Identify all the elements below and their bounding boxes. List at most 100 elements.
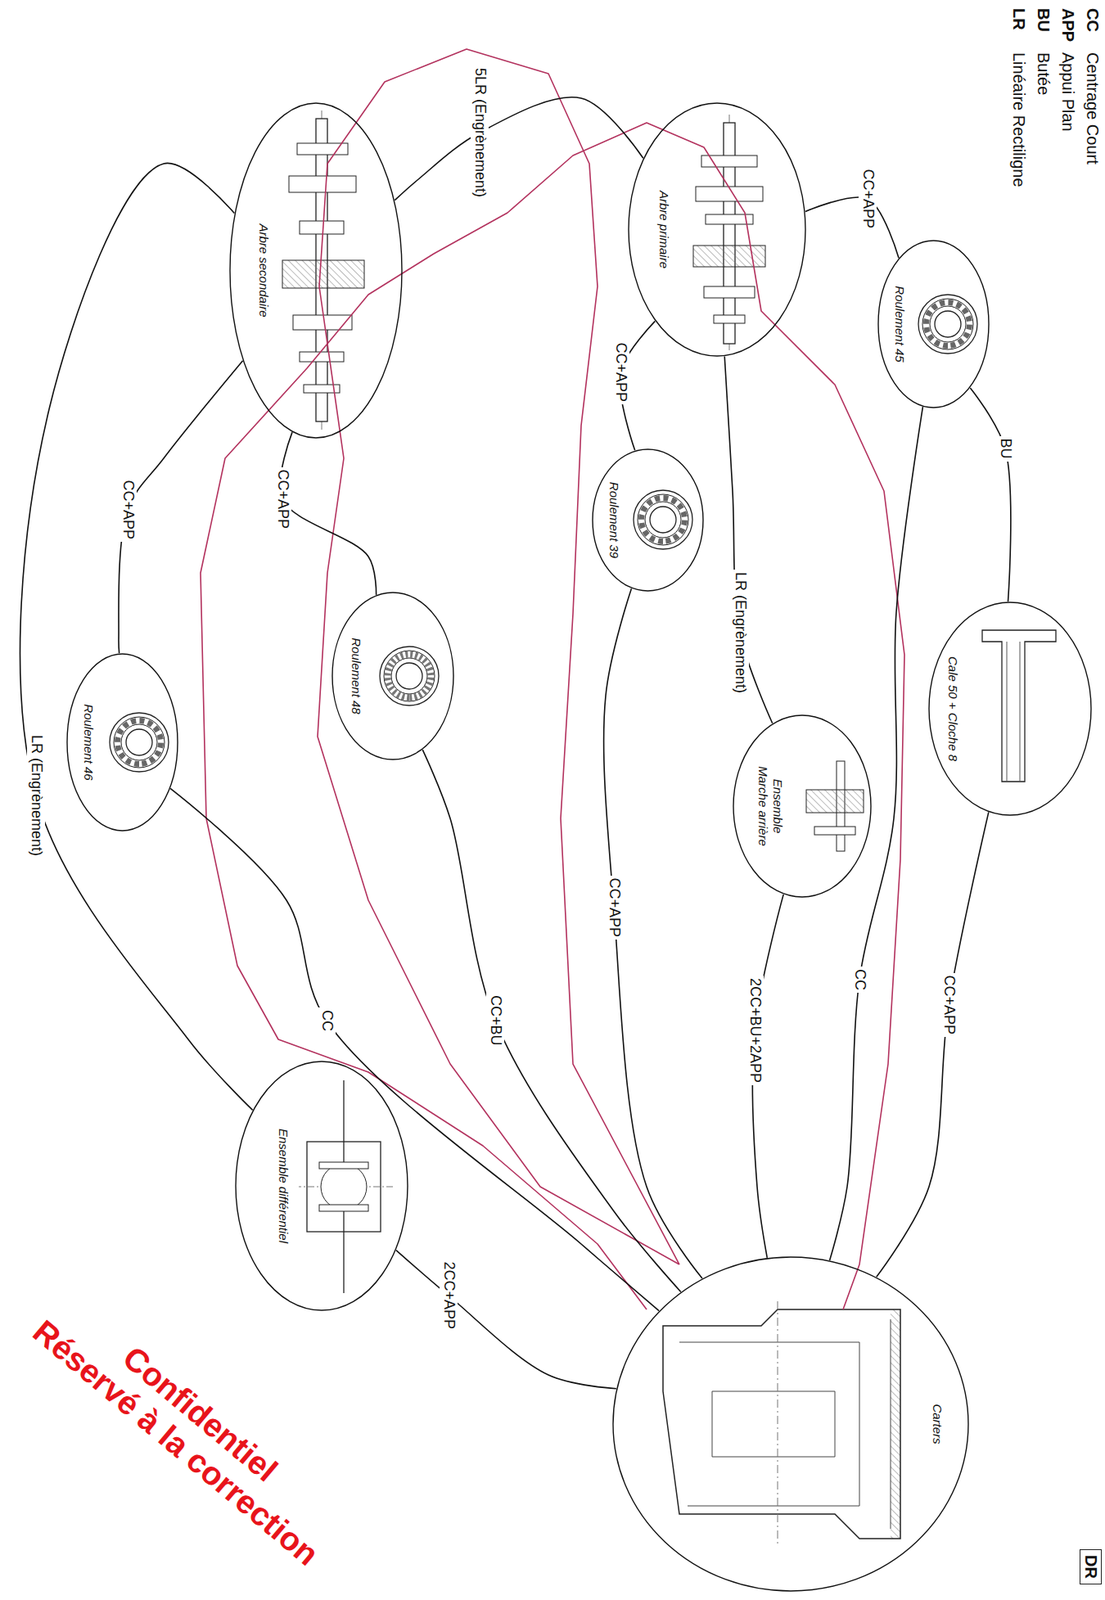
- part-ellipse: Roulement 45: [877, 239, 990, 409]
- liaison-label: CC+APP: [939, 973, 958, 1038]
- reverse-gear-drawing: [806, 789, 864, 813]
- ellipse-outline: [230, 103, 402, 438]
- liaison-label: CC: [317, 1007, 336, 1034]
- housing-drawing: [679, 1319, 891, 1529]
- shim-bell-drawing: [982, 630, 1056, 782]
- differential-drawing: [320, 1163, 367, 1210]
- housing-drawing: [663, 1301, 901, 1547]
- part-name: Carters: [929, 1403, 945, 1445]
- part-name: Arbre primaire: [656, 190, 672, 270]
- watermark-text: Confidentiel: [49, 1283, 351, 1544]
- housing-drawing: [890, 1309, 901, 1539]
- part-ellipse: Cale 50 + Cloche 8: [928, 601, 1092, 817]
- ellipse-outline: [732, 714, 872, 898]
- liaison-label: LR (Engrènement): [27, 732, 46, 859]
- ellipse-outline: [229, 102, 403, 439]
- liaison-line: [829, 406, 924, 1261]
- liaison-line: [604, 588, 703, 1279]
- shaft-drawing: [282, 260, 365, 289]
- liaison-label: CC+APP: [118, 478, 137, 543]
- ellipse-outline: [67, 653, 178, 831]
- liaison-line: [118, 360, 244, 654]
- legend-abbreviation: APP: [1058, 8, 1078, 42]
- reverse-gear-drawing: [806, 761, 864, 852]
- legend-text: Centrage Court: [1082, 52, 1102, 165]
- liaison-label: CC: [850, 966, 869, 993]
- liaison-label: 5LR (Engrènement): [470, 65, 489, 200]
- part-ellipse: Roulement 48: [331, 591, 455, 761]
- liaison-label: CC+APP: [273, 467, 292, 533]
- legend-text: Appui Plan: [1058, 52, 1078, 132]
- liaison-label: CC+APP: [611, 340, 630, 406]
- liaison-line: [724, 356, 772, 723]
- part-name: Roulement 46: [81, 703, 96, 781]
- ellipse-outline: [612, 1256, 970, 1593]
- liaison-line: [396, 1250, 617, 1390]
- ellipse-outline: [733, 715, 871, 898]
- differential-drawing: [298, 1080, 393, 1294]
- shaft-drawing: [713, 315, 745, 324]
- shim-bell-drawing: [1006, 641, 1020, 782]
- ellipse-outline: [627, 102, 807, 357]
- shaft-drawing: [288, 175, 357, 193]
- housing-drawing: [663, 1309, 901, 1539]
- liaison-line: [422, 749, 682, 1292]
- liaison-line: [170, 788, 659, 1311]
- shim-bell-drawing: [982, 630, 1056, 782]
- part-name: Ensemble Marche arrière: [755, 762, 785, 852]
- liaison-label: LR (Engrènement): [730, 569, 749, 696]
- ellipse-outline: [628, 103, 806, 357]
- loop-trace: [200, 122, 905, 1310]
- part-name: Arbre secondaire: [256, 223, 271, 318]
- liaison-label: 2CC+BU+2APP: [745, 975, 764, 1086]
- watermark-text: Réservé à la correction: [26, 1312, 327, 1574]
- shaft-drawing: [299, 351, 344, 362]
- differential-drawing: [306, 1141, 381, 1232]
- legend-abbreviation: BU: [1033, 8, 1053, 32]
- housing-drawing: [777, 1301, 779, 1547]
- part-ellipse: Roulement 39: [591, 448, 704, 592]
- liaison-label: BU: [996, 436, 1015, 462]
- legend-text: Linéaire Rectiligne: [1009, 52, 1029, 188]
- liaison-label: CC+APP: [604, 875, 623, 941]
- part-ellipse: Roulement 46: [66, 653, 179, 832]
- legend-abbreviation: LR: [1009, 8, 1029, 31]
- liaison-line: [394, 97, 643, 201]
- ellipse-outline: [592, 449, 704, 591]
- liaison-line: [805, 197, 899, 258]
- differential-drawing: [319, 1162, 369, 1169]
- bearing-drawing: [918, 294, 978, 354]
- liaison-line: [876, 811, 989, 1277]
- ellipse-outline: [234, 1060, 409, 1312]
- ellipse-outline: [235, 1061, 408, 1311]
- shaft-drawing: [693, 114, 766, 351]
- bearing-drawing: [379, 646, 439, 706]
- legend-text: Butée: [1033, 52, 1053, 95]
- loop-trace: [317, 49, 680, 1265]
- shaft-drawing: [293, 315, 352, 330]
- liaison-line: [279, 432, 376, 596]
- part-name: Roulement 45: [892, 285, 907, 363]
- shaft-drawing: [703, 286, 755, 298]
- loop-trace: [200, 49, 905, 1310]
- part-name: Roulement 48: [348, 637, 364, 715]
- legend-abbreviation: CC: [1082, 8, 1102, 32]
- drawing-reference: DR: [1079, 1549, 1102, 1585]
- liaison-label: CC+APP: [858, 166, 877, 232]
- part-ellipse: Ensemble Marche arrière: [732, 714, 872, 898]
- bearing-drawing: [109, 294, 978, 772]
- part-ellipse: Carters: [612, 1256, 970, 1593]
- part-ellipse: Ensemble différentiel: [234, 1060, 409, 1312]
- watermark-block: ConfidentielRéservé à la correction: [26, 1283, 351, 1573]
- part-ellipse: Arbre secondaire: [229, 102, 403, 439]
- differential-drawing: [319, 1204, 369, 1212]
- part-name: Cale 50 + Cloche 8: [945, 656, 961, 763]
- liaison-label: 2CC+APP: [439, 1259, 458, 1333]
- part-name: Ensemble différentiel: [275, 1128, 291, 1245]
- part-name: Roulement 39: [606, 482, 622, 560]
- ellipse-outline: [929, 602, 1092, 816]
- bearing-drawing: [633, 490, 693, 550]
- shaft-drawing: [299, 221, 344, 235]
- shaft-drawing: [693, 245, 766, 267]
- reverse-gear-drawing: [814, 826, 856, 835]
